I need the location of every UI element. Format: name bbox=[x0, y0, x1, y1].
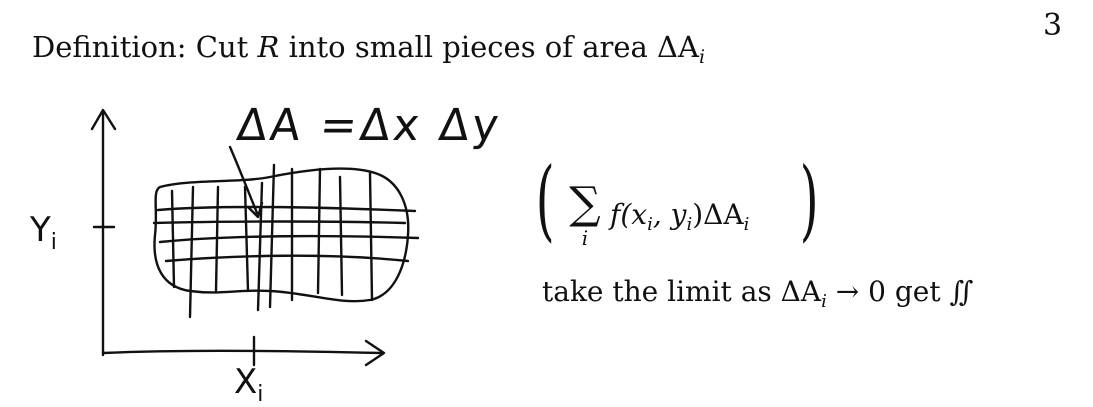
limit-prefix: take the limit as bbox=[542, 275, 781, 308]
summand: f(xi, yi)ΔAi bbox=[610, 198, 749, 235]
region-symbol: R bbox=[257, 30, 280, 64]
grid-line-v4 bbox=[243, 185, 250, 293]
grid-line-v3 bbox=[214, 185, 220, 293]
x-axis-line bbox=[101, 349, 384, 355]
grid-line-h4 bbox=[164, 254, 410, 263]
summand-sub-2: i bbox=[686, 214, 693, 235]
summand-f: f(x bbox=[610, 198, 648, 231]
sigma-symbol: ∑ bbox=[569, 178, 601, 229]
summand-sub-3: i bbox=[743, 214, 750, 235]
x-sample-label: Xi bbox=[234, 362, 264, 407]
riemann-sum-formula: ( ∑ i f(xi, yi)ΔAi ) bbox=[536, 156, 870, 270]
area-element-label: ΔA =Δx Δy bbox=[234, 100, 505, 151]
grid-line-h1 bbox=[156, 205, 417, 213]
limit-statement: take the limit as ΔAi → 0 get ∬ bbox=[542, 275, 973, 312]
limit-delta-area: ΔA bbox=[780, 275, 822, 308]
summand-delta: )ΔA bbox=[692, 198, 744, 231]
grid-line-v10 bbox=[368, 171, 374, 302]
pointer-arrow-shaft bbox=[228, 145, 259, 215]
grid-line-v1 bbox=[170, 189, 176, 289]
x-sample-label-subscript: i bbox=[257, 382, 264, 407]
grid-line-v8 bbox=[316, 167, 322, 295]
y-axis-arrowhead bbox=[90, 108, 117, 131]
delta-area-symbol: ΔA bbox=[657, 30, 699, 64]
sigma-block: ∑ i bbox=[566, 178, 604, 250]
page-number: 3 bbox=[1043, 8, 1063, 43]
grid-line-h3 bbox=[158, 234, 420, 244]
delta-area-subscript: i bbox=[698, 46, 706, 68]
y-sample-label-subscript: i bbox=[50, 230, 57, 255]
definition-prefix: Definition: Cut bbox=[32, 30, 258, 64]
sum-index: i bbox=[581, 226, 589, 250]
x-axis-arrowhead bbox=[364, 339, 386, 367]
grid-line-h2 bbox=[152, 220, 407, 225]
grid-line-v2 bbox=[188, 185, 195, 319]
grid-line-v9 bbox=[338, 175, 344, 297]
limit-subscript: i bbox=[821, 291, 827, 312]
right-big-paren: ) bbox=[799, 148, 819, 251]
region-boundary bbox=[153, 167, 410, 303]
y-sample-label: Yi bbox=[30, 210, 57, 255]
left-big-paren: ( bbox=[535, 148, 555, 251]
definition-line: Definition: Cut R into small pieces of a… bbox=[32, 30, 705, 68]
region-sketch bbox=[90, 108, 420, 367]
summand-y: , y bbox=[652, 198, 687, 231]
grid-line-v6 bbox=[268, 163, 276, 309]
definition-middle: into small pieces of area bbox=[279, 30, 658, 64]
limit-suffix: → 0 get ∬ bbox=[826, 275, 974, 308]
pointer-arrowhead bbox=[246, 201, 264, 219]
summand-sub-1: i bbox=[647, 214, 653, 235]
